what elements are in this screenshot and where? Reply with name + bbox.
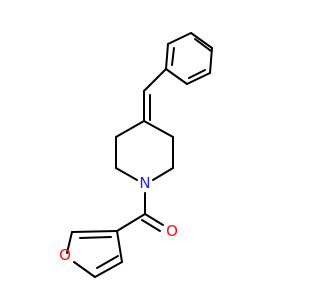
bond — [186, 72, 211, 85]
atom-label-furan-oxygen: O — [59, 246, 71, 264]
bond — [167, 32, 192, 45]
amide-group — [116, 192, 164, 232]
atom-label-carbonyl-oxygen: O — [166, 222, 178, 240]
furan-ring — [66, 230, 123, 278]
bond — [165, 43, 169, 70]
bond — [79, 236, 112, 239]
bond — [116, 230, 123, 263]
bond — [71, 230, 118, 233]
atom-label-nitrogen: N — [139, 174, 150, 192]
bond — [144, 213, 164, 226]
bond — [73, 261, 96, 278]
piperidine-ring — [115, 120, 174, 181]
bond — [209, 47, 213, 74]
bond — [115, 120, 145, 138]
bond — [94, 261, 123, 278]
bond — [143, 120, 174, 138]
molecule-structure: N O O — [59, 32, 213, 278]
carbonyl-oxygen-label: O — [166, 222, 178, 240]
bond — [143, 68, 167, 92]
bond — [190, 32, 213, 49]
bond — [171, 47, 175, 66]
bond — [194, 38, 212, 52]
nitrogen-label: N — [139, 174, 150, 192]
furan-oxygen-label: O — [59, 246, 71, 264]
bond — [188, 69, 206, 79]
bond — [115, 167, 138, 181]
benzylidene-linker — [143, 68, 167, 122]
bond — [66, 231, 73, 254]
molecule-canvas: N O O — [59, 32, 213, 278]
bond — [165, 68, 188, 85]
bond — [141, 219, 161, 232]
bond — [96, 255, 119, 269]
benzene-ring — [165, 32, 213, 85]
bond — [152, 167, 174, 181]
bond — [116, 213, 146, 232]
